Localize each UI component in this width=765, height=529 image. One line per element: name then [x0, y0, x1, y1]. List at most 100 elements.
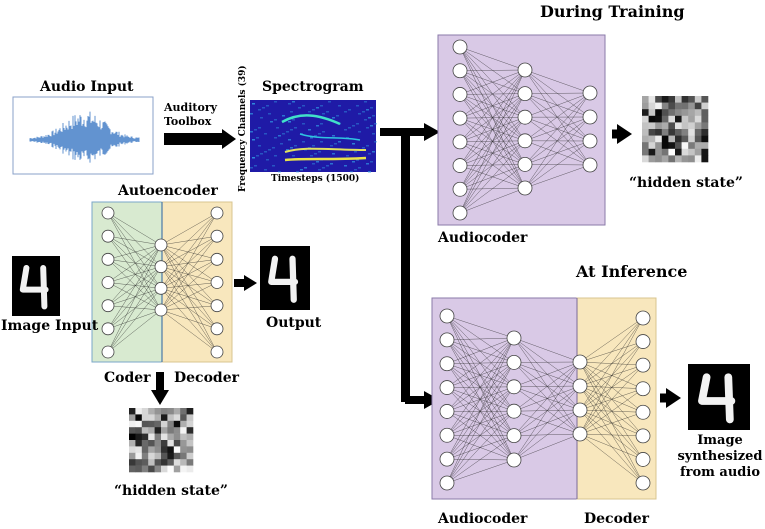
training-net-neuron	[582, 109, 598, 125]
inference-net-neuron	[506, 452, 522, 468]
autoencoder-hidden-state-image-cell	[186, 414, 194, 422]
inference-net-connection	[446, 387, 515, 412]
autoencoder-net-connection	[160, 212, 218, 311]
spectrogram-noise	[278, 171, 281, 173]
spectrogram-noise	[356, 123, 359, 125]
autoencoder-hidden-state-image-cell	[186, 452, 194, 460]
spectrogram-noise	[334, 143, 337, 145]
autoencoder-hidden-state-image-cell	[161, 408, 168, 415]
autoencoder-hidden-state-image-cell	[161, 452, 168, 460]
inference-net-connection	[446, 337, 515, 460]
autoencoder-net-connection	[107, 212, 162, 289]
training-net-connection	[459, 117, 526, 214]
spectrogram-noise	[336, 115, 339, 117]
spectrogram-band	[284, 147, 367, 153]
autoencoder-hidden-state-image-cell	[129, 414, 136, 422]
training-net-connection	[524, 164, 591, 189]
spectrogram-noise	[272, 147, 275, 149]
spectrogram-noise	[314, 153, 317, 155]
spectrogram-noise	[364, 101, 367, 103]
inference-net-neuron	[439, 380, 455, 395]
spectrogram-noise	[332, 153, 335, 155]
inference-net-neuron	[635, 310, 651, 326]
spectrogram-noise	[310, 155, 313, 157]
autoencoder-net-connection	[107, 288, 162, 353]
spectrogram-noise	[274, 137, 277, 139]
spectrogram-noise	[272, 165, 275, 167]
training-net-connection	[459, 164, 526, 214]
autoencoder-hidden-state-image-cell	[180, 433, 187, 441]
autoencoder-net-connection	[107, 266, 162, 283]
autoencoder-hidden-state-image-cell	[180, 452, 187, 460]
training-hidden-state-image-cell	[675, 115, 682, 123]
autoencoder-net-connection	[107, 282, 162, 311]
inference-net-group	[439, 308, 651, 491]
training-hidden-state-image-cell	[675, 122, 682, 130]
spectrogram-noise	[308, 111, 311, 113]
autoencoder-hidden-state-image-cell	[173, 452, 181, 460]
toolbox-arrow-head	[222, 129, 236, 149]
inference-net-connection	[513, 361, 581, 412]
spectrogram-noise	[328, 101, 331, 103]
spectrogram-noise	[286, 149, 289, 151]
autoencoder-hidden-state-image-cell	[141, 459, 149, 466]
spectrogram-noise	[354, 169, 357, 171]
spectrogram-noise	[330, 145, 333, 147]
synthesized-digit-frame	[688, 364, 750, 430]
training-net-connection	[524, 69, 591, 94]
spectrogram-noise	[292, 101, 295, 103]
training-hidden-state-image-cell	[655, 142, 663, 150]
training-net-connection	[459, 69, 526, 95]
inference-net-connection	[446, 411, 515, 484]
spectrogram-noise	[282, 115, 285, 117]
training-hidden-state-image-cell	[655, 148, 663, 156]
autoencoder-net-connection	[160, 212, 218, 289]
spectrogram-noise	[260, 153, 263, 155]
autoencoder-net-neuron	[101, 229, 115, 243]
autoencoder-hidden-state-image-cell	[161, 427, 168, 434]
spectrogram-noise	[368, 117, 371, 119]
autoencoder-net-connection	[160, 212, 218, 267]
training-hidden-state-image-cell	[661, 129, 669, 136]
spectrogram-noise	[252, 103, 255, 105]
spectrogram-noise	[288, 103, 291, 105]
training-net-neuron	[452, 87, 468, 102]
autoencoder-net-neuron	[210, 276, 224, 289]
training-hidden-state-image-cell	[681, 109, 689, 117]
autoencoder-net-connection	[160, 288, 218, 330]
training-hidden-state-image-cell	[661, 96, 669, 103]
spectrogram-noise	[322, 113, 325, 115]
autoencoder-net-connection	[107, 288, 162, 306]
spectrogram-title: Spectrogram	[262, 79, 364, 95]
autoencoder-hidden-state-label: “hidden state”	[114, 483, 228, 499]
inference-net-neuron	[635, 334, 651, 349]
autoencoder-net-neuron	[101, 276, 115, 289]
spectrogram-noise	[356, 159, 359, 161]
training-net-neuron	[452, 39, 468, 55]
inference-net-connection	[513, 361, 581, 461]
inference-net-neuron	[439, 427, 455, 443]
autoencoder-hidden-state-image-cell	[173, 465, 181, 473]
autoencoder-hidden-state-image-cell	[186, 440, 194, 447]
autoencoder-net-connection	[160, 288, 218, 306]
auditory-label: Auditory	[164, 101, 218, 114]
spectrogram-noise	[296, 171, 299, 173]
autoencoder-hidden-state-image-cell	[180, 408, 187, 415]
training-hidden-state-image-cell	[701, 102, 709, 110]
training-hidden-state-image-cell	[668, 155, 676, 163]
training-net-neuron	[452, 158, 468, 173]
autoencoder-net-connection	[160, 212, 218, 246]
training-hidden-state-image-cell	[688, 96, 696, 103]
training-net-neuron	[517, 133, 533, 149]
training-hidden-state-image-cell	[642, 142, 649, 150]
autoencoder-hidden-state-image-cell	[148, 408, 155, 415]
autoencoder-hidden-state-image-cell	[148, 452, 155, 460]
training-net-connection	[459, 46, 526, 71]
training-hidden-state-image-cell	[681, 155, 689, 163]
training-hidden-state-image-cell	[675, 129, 682, 136]
training-net-neuron	[517, 156, 533, 172]
spectrogram-noise	[354, 151, 357, 153]
image-input-digit-glyph	[19, 265, 49, 310]
inference-net-connection	[446, 363, 515, 412]
training-net-neuron	[452, 134, 468, 150]
